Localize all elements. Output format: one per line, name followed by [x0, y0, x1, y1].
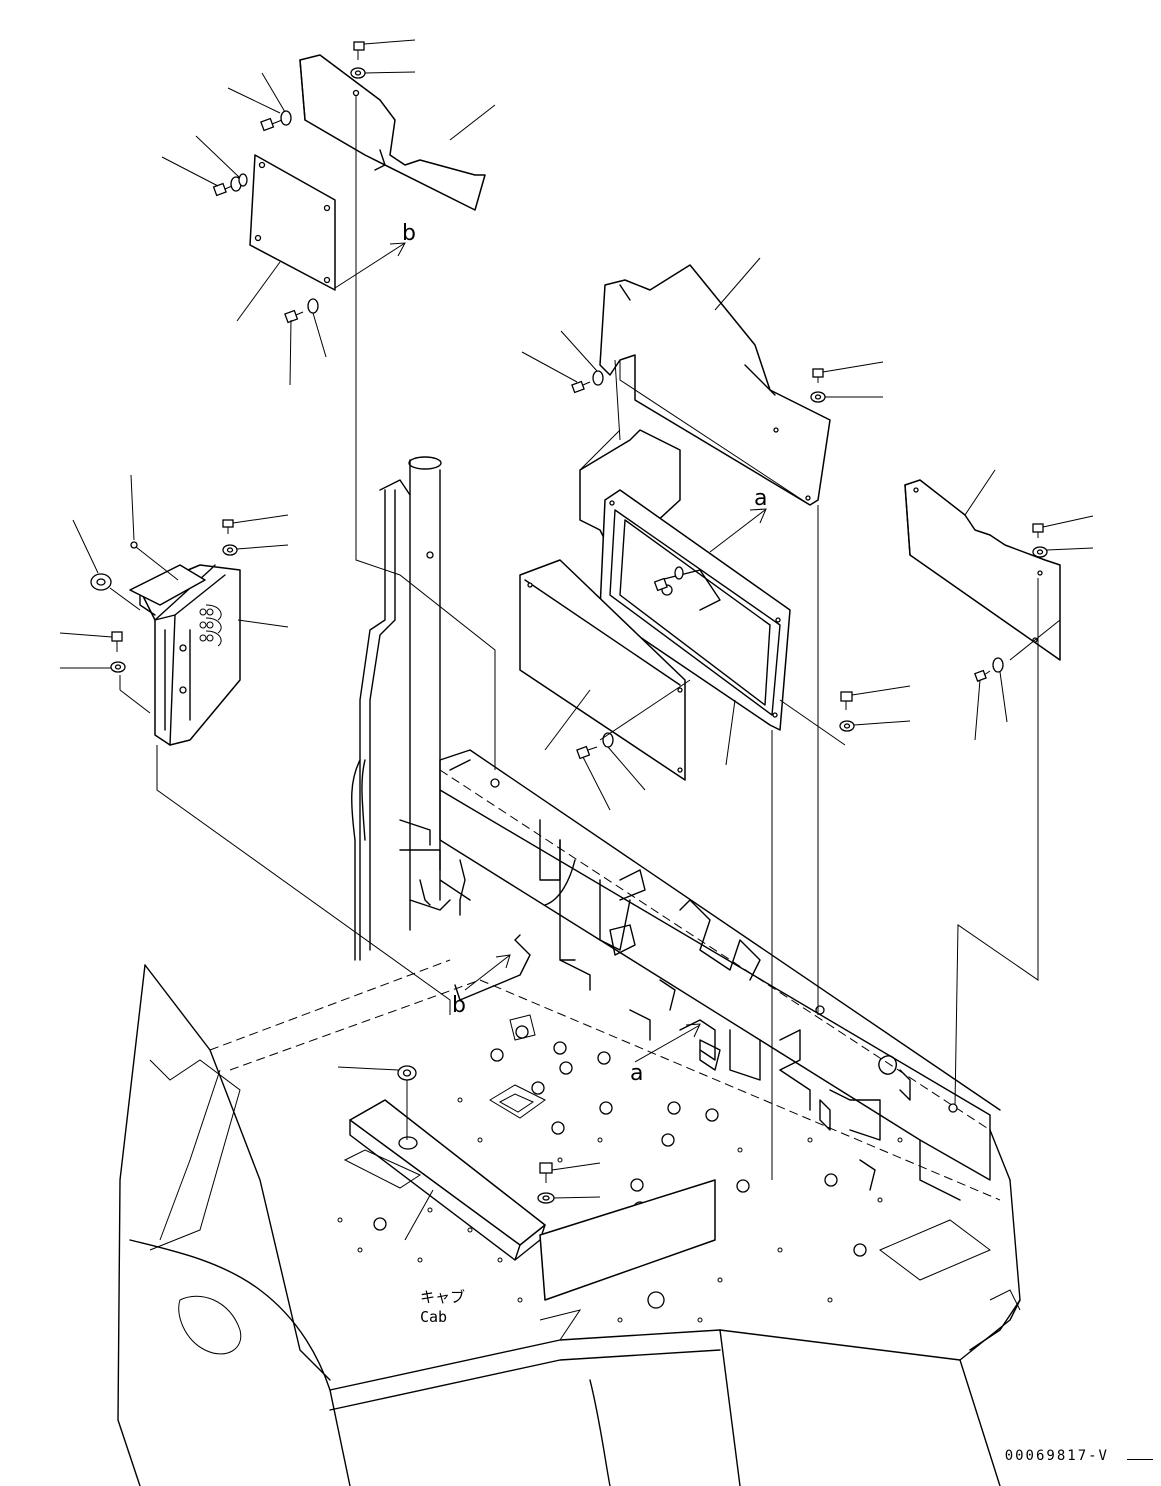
bolt-icon [812, 361, 884, 383]
left-cover-bracket [129, 546, 206, 606]
cab-label-japanese: キャブ [420, 1288, 465, 1306]
bolt-icon [539, 1162, 601, 1183]
bolt-icon [840, 685, 911, 710]
rear-pillar [351, 456, 471, 961]
drawing-number: 00069817-V [1004, 1448, 1109, 1464]
washer-icon [1032, 546, 1094, 558]
assembly-lines-rear [579, 359, 846, 1180]
fasteners-middle-left [59, 474, 289, 714]
reference-a-label: a [754, 486, 767, 511]
reference-b-arrow-lower: b [452, 934, 531, 1018]
floor-cover-plate [337, 1065, 716, 1301]
bolt-icon [1032, 515, 1094, 538]
rear-wall-frame [439, 749, 1001, 1201]
reference-b-label: b [452, 993, 466, 1018]
cab-label: キャブ Cab [420, 1288, 465, 1326]
bolt-icon [222, 514, 289, 534]
washer-icon [222, 544, 289, 556]
upper-left-cover [249, 154, 336, 291]
fasteners-rear-panel [521, 330, 911, 811]
reference-a-label: a [630, 1061, 643, 1086]
bolt-icon [521, 330, 604, 394]
washer-icon [337, 1065, 417, 1140]
reference-a-arrow-lower: a [630, 1019, 716, 1086]
washer-icon [537, 1192, 601, 1204]
drawing-number-dash [1127, 1459, 1153, 1460]
rear-upper-panel [599, 257, 831, 506]
reference-b-label: b [402, 221, 416, 246]
right-side-panel [904, 469, 1094, 1106]
left-side-cover [139, 564, 241, 746]
bolt-icon [161, 135, 248, 197]
cab-floor-frame [117, 769, 1021, 1486]
glass-plate [519, 559, 686, 781]
washer-icon [60, 661, 126, 673]
bolt-icon [353, 39, 416, 60]
bolt-icon [59, 631, 123, 652]
bolt-icon [974, 657, 1008, 741]
washer-icon [350, 67, 416, 79]
reference-b-arrow-upper: b [334, 221, 416, 289]
bolt-icon [227, 72, 292, 132]
reference-a-arrow-upper: a [709, 486, 767, 553]
assembly-line [355, 95, 496, 770]
washer-icon [839, 720, 911, 732]
washer-icon [810, 391, 883, 403]
bolt-icon [653, 566, 684, 592]
assembly-line [156, 745, 451, 1015]
wire-clips [199, 604, 222, 647]
washer-icon [72, 519, 141, 611]
screw-icon [130, 474, 138, 549]
bolt-icon [576, 732, 646, 811]
cab-label-english: Cab [420, 1308, 447, 1326]
top-bracket-cover [299, 54, 486, 211]
fasteners-upper-left [161, 39, 496, 386]
floor-plates [343, 1014, 546, 1189]
bolt-icon [284, 298, 327, 386]
